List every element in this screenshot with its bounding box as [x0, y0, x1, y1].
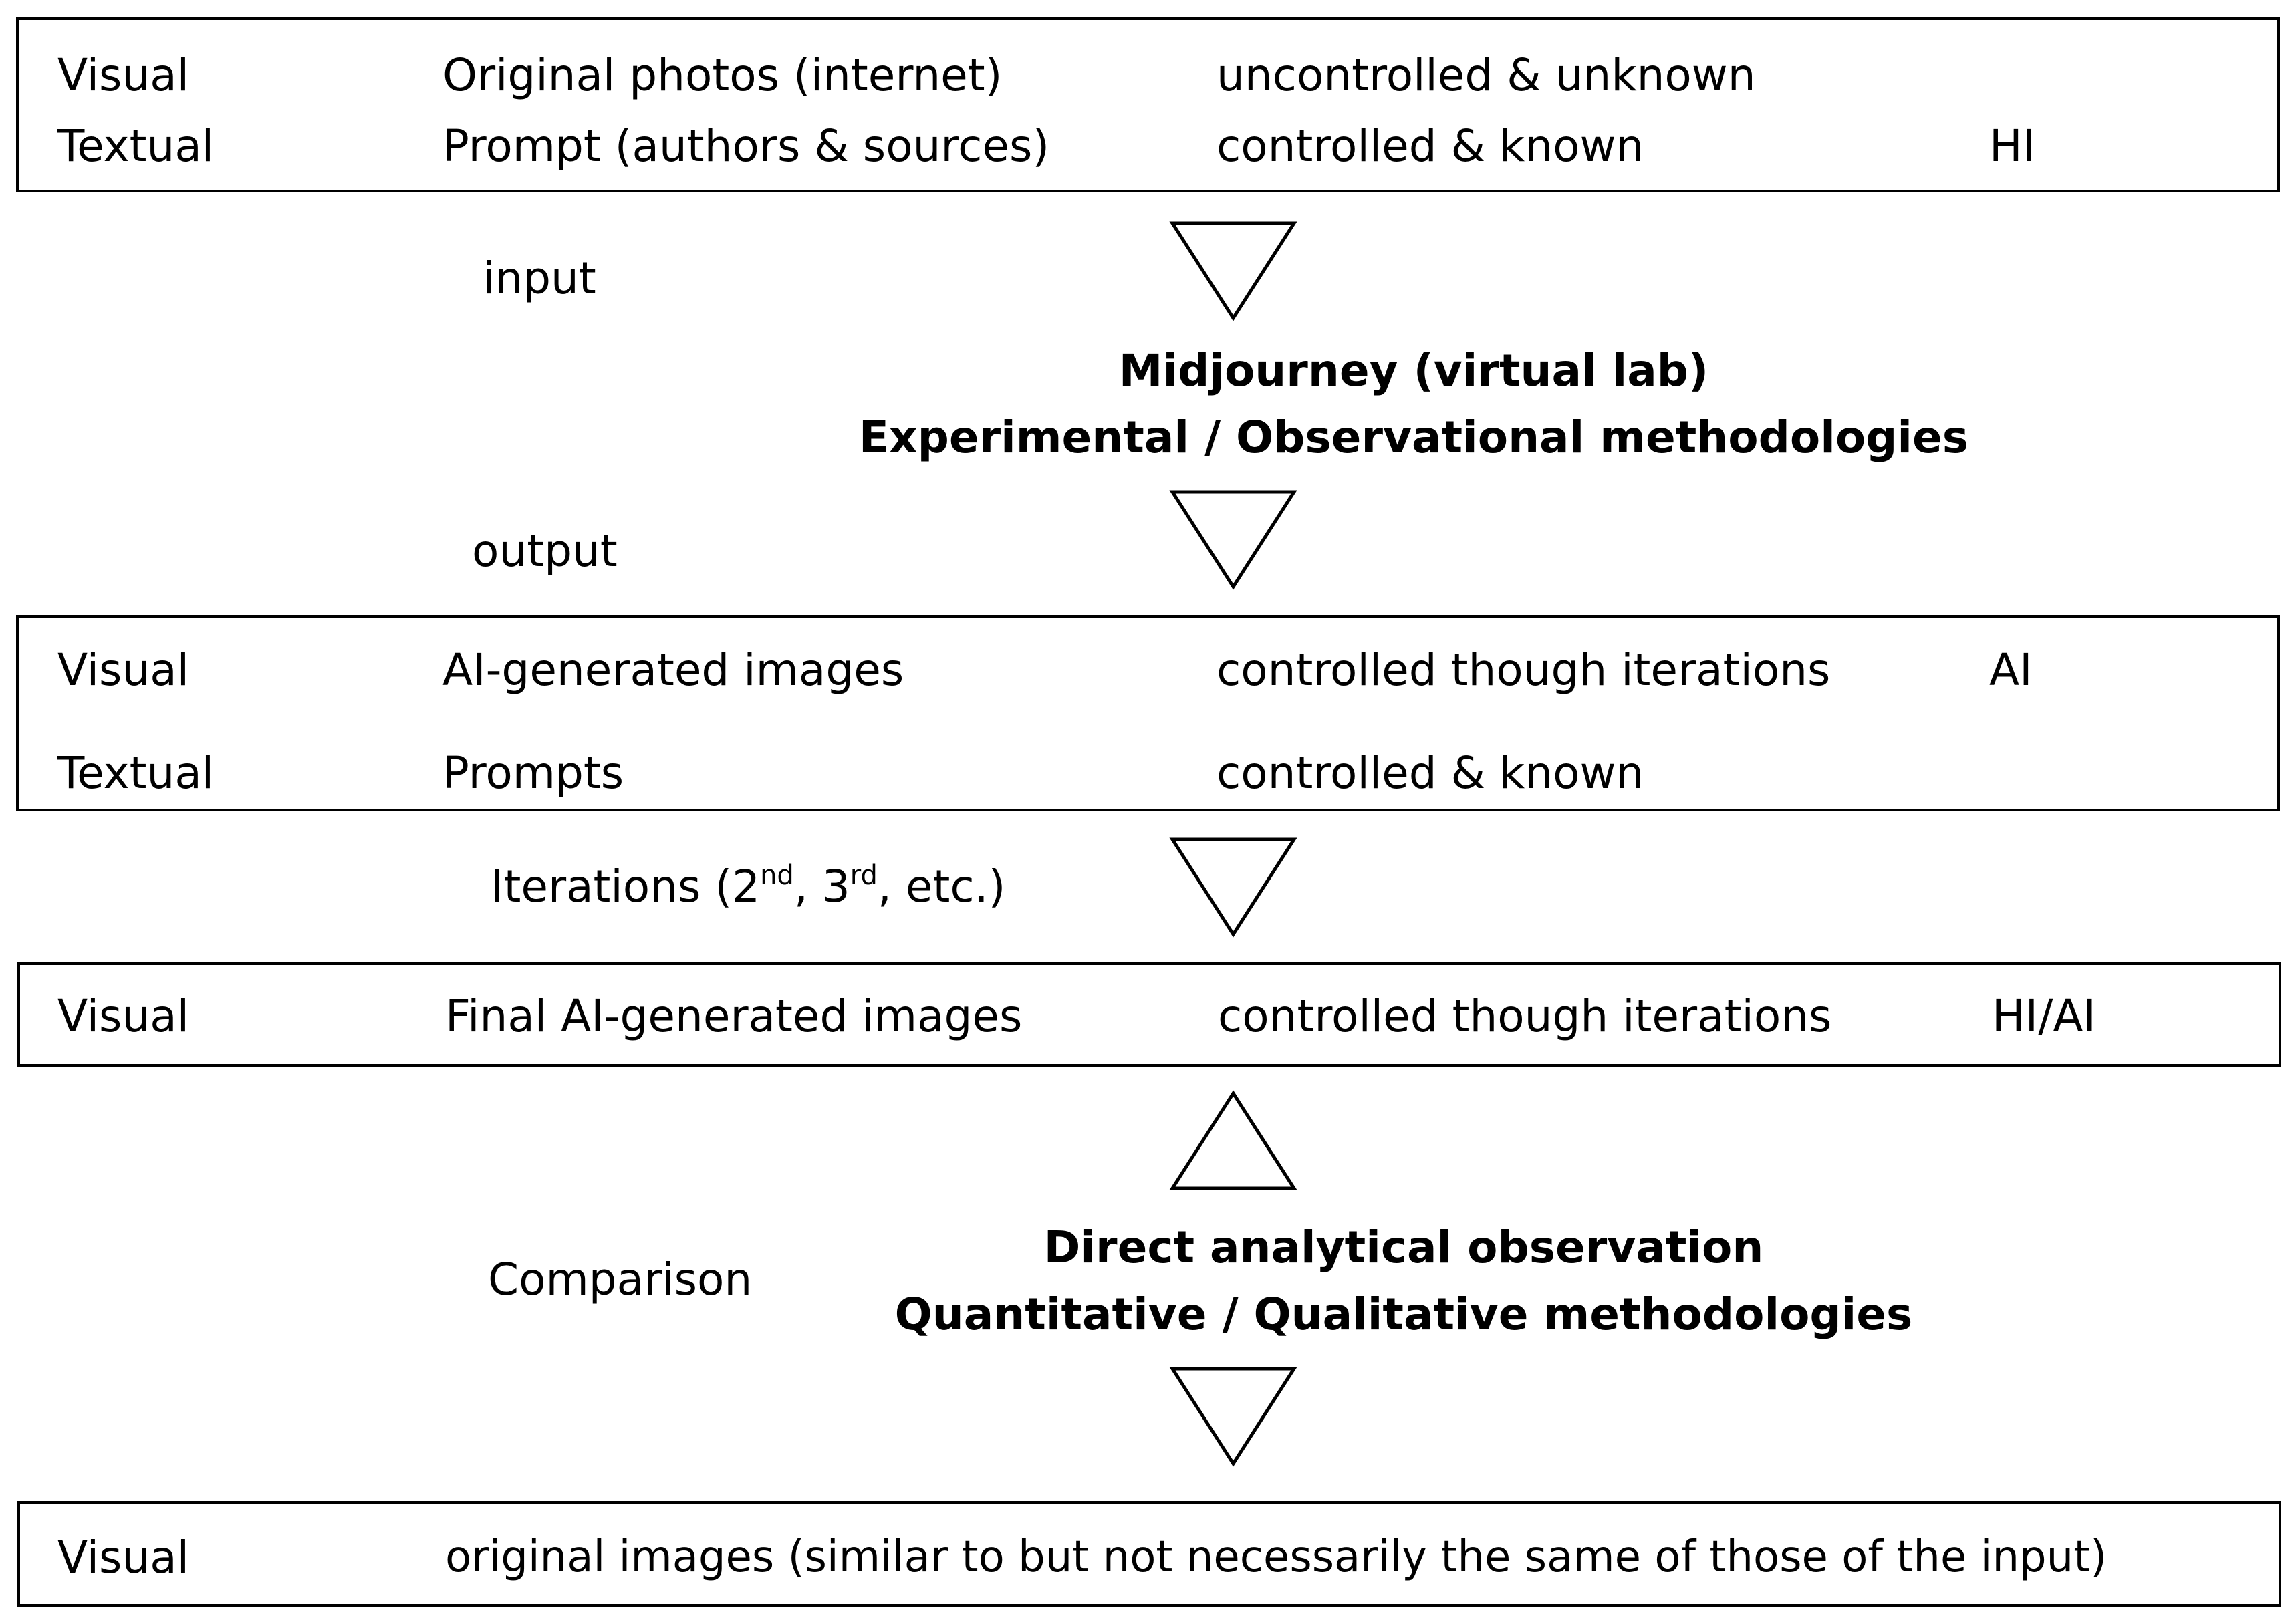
down-arrow-final — [1169, 1367, 1297, 1467]
box-input-sources — [16, 17, 2280, 192]
box2-row1-content: AI-generated images — [442, 644, 904, 696]
box1-row1-type: Visual — [57, 49, 190, 101]
iterations-sup-nd: nd — [760, 860, 794, 891]
box1-row1-content: Original photos (internet) — [442, 49, 1003, 101]
box2-row1-agent: AI — [1989, 644, 2033, 696]
input-label: input — [483, 253, 596, 304]
box-ai-output — [16, 615, 2280, 811]
up-arrow-comparison — [1169, 1090, 1297, 1190]
output-label: output — [472, 525, 618, 577]
box4-row1-type: Visual — [57, 1532, 190, 1583]
box4-row1-content: original images (similar to but not nece… — [445, 1532, 2108, 1582]
box3-row1-content: Final AI-generated images — [445, 990, 1023, 1042]
iterations-sup-rd: rd — [850, 860, 878, 891]
comparison-label: Comparison — [488, 1254, 753, 1305]
method-subtitle: Quantitative / Qualitative methodologies — [894, 1289, 1913, 1340]
box1-row2-type: Textual — [57, 120, 215, 172]
box1-row1-control: uncontrolled & unknown — [1217, 49, 1756, 101]
process-title: Midjourney (virtual lab) — [1118, 345, 1709, 396]
box1-row2-content: Prompt (authors & sources) — [442, 120, 1050, 172]
box1-row2-control: controlled & known — [1217, 120, 1644, 172]
box2-row1-control: controlled though iterations — [1217, 644, 1831, 696]
box2-row1-type: Visual — [57, 644, 190, 696]
down-arrow-iterations — [1169, 837, 1297, 938]
iterations-prefix: Iterations (2 — [491, 861, 761, 912]
box2-row2-control: controlled & known — [1217, 747, 1644, 799]
box-final-images — [17, 962, 2281, 1067]
iterations-suffix: , etc.) — [877, 861, 1006, 912]
box3-row1-control: controlled though iterations — [1218, 990, 1832, 1042]
iterations-mid: , 3 — [793, 861, 850, 912]
box3-row1-type: Visual — [57, 990, 190, 1042]
method-title: Direct analytical observation — [1043, 1222, 1764, 1273]
box1-row2-agent: HI — [1989, 120, 2036, 172]
box2-row2-type: Textual — [57, 747, 215, 799]
box3-row1-agent: HI/AI — [1992, 990, 2096, 1042]
box-original-images — [17, 1501, 2281, 1607]
box2-row2-content: Prompts — [442, 747, 624, 799]
process-subtitle: Experimental / Observational methodologi… — [858, 412, 1969, 463]
down-arrow-output — [1169, 490, 1297, 590]
down-arrow-input — [1169, 221, 1297, 321]
iterations-label: Iterations (2nd, 3rd, etc.) — [491, 862, 1005, 909]
